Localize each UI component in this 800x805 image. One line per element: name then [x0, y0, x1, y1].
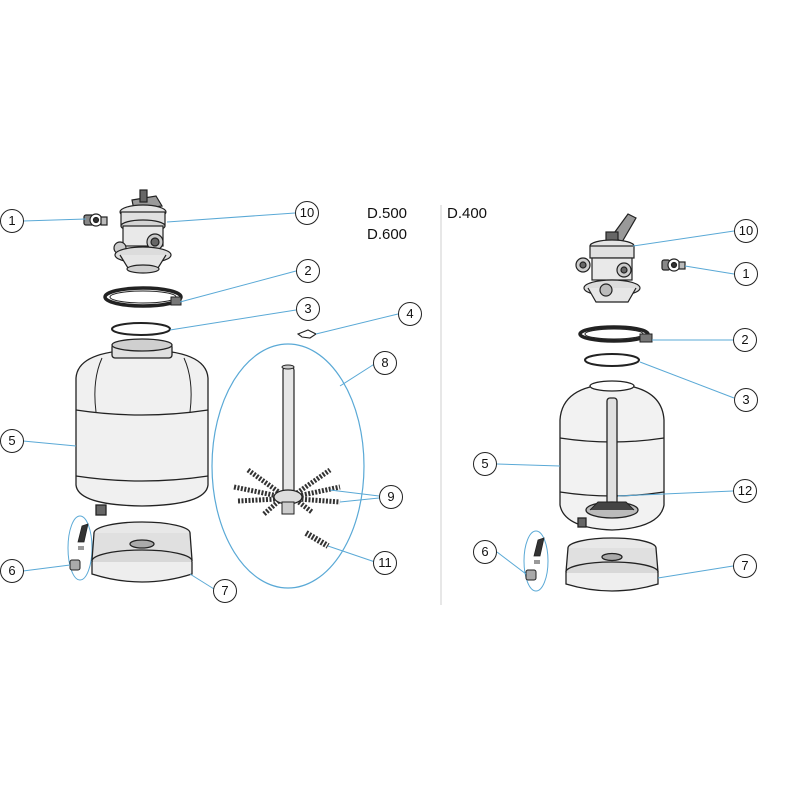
- callout-5-right: 5: [473, 452, 497, 476]
- model-label-d400: D.400: [447, 205, 488, 222]
- part-2-clamp-right: [578, 325, 653, 343]
- callout-2-left: 2: [296, 259, 320, 283]
- callout-10-right: 10: [734, 219, 758, 243]
- part-5-tank-left: [75, 338, 209, 516]
- callout-7-left: 7: [213, 579, 237, 603]
- part-1-fitting-left: [83, 213, 108, 227]
- callout-10-left: 10: [295, 201, 319, 225]
- callout-1-left: 1: [0, 209, 24, 233]
- part-11-lateral-left: [304, 530, 330, 549]
- callout-4-left: 4: [398, 302, 422, 326]
- part-7-base-left: [91, 521, 193, 583]
- part-3-oring-left: [111, 322, 171, 336]
- callout-11-left: 11: [373, 551, 397, 575]
- callout-6-right: 6: [473, 540, 497, 564]
- model-label-d600: D.600: [367, 226, 408, 243]
- callout-6-left: 6: [0, 559, 24, 583]
- part-10-valve-right: [575, 213, 641, 303]
- callout-2-right: 2: [733, 328, 757, 352]
- callout-3-right: 3: [734, 388, 758, 412]
- leaders-left: [22, 212, 399, 590]
- part-4-clip: [296, 329, 318, 339]
- part-3-oring-right: [584, 353, 640, 367]
- part-2-clamp-left: [103, 286, 183, 308]
- callout-1-right: 1: [734, 262, 758, 286]
- callout-3-left: 3: [296, 297, 320, 321]
- callout-7-right: 7: [733, 554, 757, 578]
- callout-8-left: 8: [373, 351, 397, 375]
- model-label-d500: D.500: [367, 205, 408, 222]
- part-8-collector-left: [211, 343, 365, 589]
- part-10-valve-left: [113, 189, 172, 274]
- part-5-tank-right: [559, 380, 665, 531]
- callout-12-right: 12: [733, 479, 757, 503]
- part-6-drain-left: [67, 515, 93, 581]
- part-1-fitting-right: [661, 258, 686, 272]
- callout-5-left: 5: [0, 429, 24, 453]
- callout-9-left: 9: [379, 485, 403, 509]
- part-6-drain-right: [523, 530, 549, 592]
- leaders-right: [496, 230, 735, 579]
- part-7-base-right: [565, 537, 659, 592]
